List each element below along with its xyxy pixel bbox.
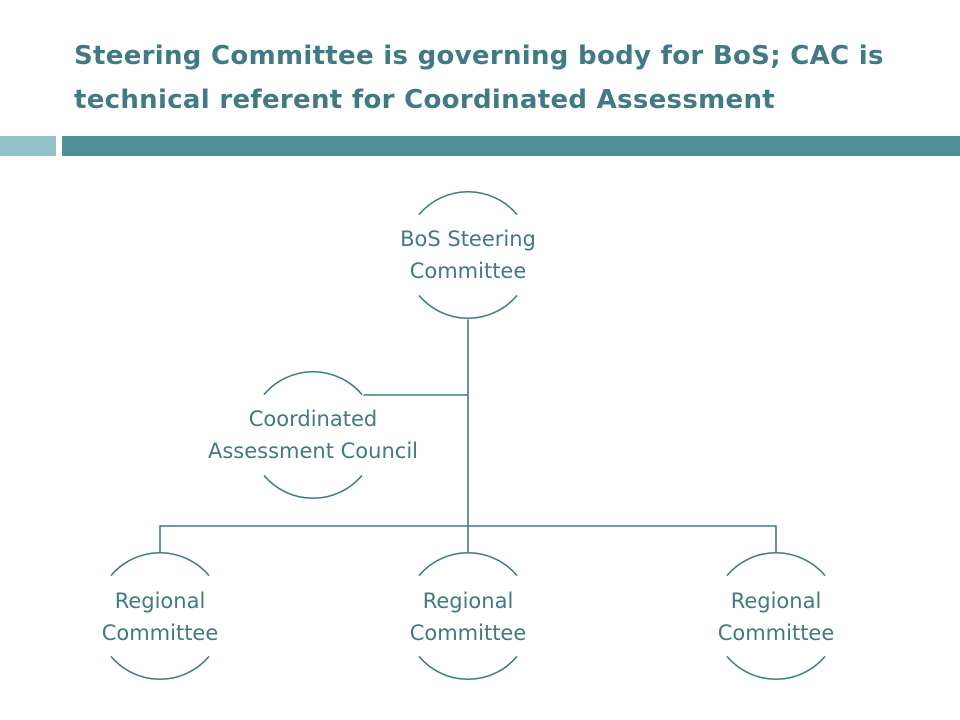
header-accent-bar-light bbox=[0, 136, 56, 156]
node-region-2-arc-bottom bbox=[418, 656, 518, 680]
header-accent-bar-dark bbox=[62, 136, 960, 156]
node-region-3-label: Regional Committee bbox=[666, 585, 886, 649]
node-region-1-arc-bottom bbox=[110, 656, 210, 680]
node-region-2-label-line-2: Committee bbox=[409, 621, 527, 645]
node-region-3-label-line-1: Regional bbox=[730, 589, 822, 613]
node-advisor-label: Coordinated Assessment Council bbox=[203, 403, 423, 467]
node-region-3-arc-top bbox=[726, 552, 826, 576]
node-root-label: BoS Steering Committee bbox=[358, 223, 578, 287]
slide-title-line-2: technical referent for Coordinated Asses… bbox=[74, 85, 775, 115]
node-advisor-arc-bottom bbox=[263, 475, 363, 499]
node-region-3-label-line-2: Committee bbox=[717, 621, 835, 645]
node-advisor-label-line-1: Coordinated bbox=[248, 407, 378, 431]
node-root-label-line-1: BoS Steering bbox=[400, 227, 536, 251]
node-region-1-label-line-2: Committee bbox=[101, 621, 219, 645]
node-region-3-arc-bottom bbox=[726, 656, 826, 680]
node-region-1-label-line-1: Regional bbox=[114, 589, 206, 613]
node-root-arc-top bbox=[418, 191, 518, 215]
node-region-2-label: Regional Committee bbox=[358, 585, 578, 649]
node-region-1-arc-top bbox=[110, 552, 210, 576]
node-root-label-line-2: Committee bbox=[409, 259, 527, 283]
node-region-2-label-line-1: Regional bbox=[422, 589, 514, 613]
node-region-2-arc-top bbox=[418, 552, 518, 576]
node-region-1-label: Regional Committee bbox=[50, 585, 270, 649]
node-advisor-arc-top bbox=[263, 371, 363, 395]
node-advisor-label-line-2: Assessment Council bbox=[208, 439, 418, 463]
node-root-arc-bottom bbox=[418, 295, 518, 319]
slide-title-line-1: Steering Committee is governing body for… bbox=[74, 41, 884, 71]
slide-title: Steering Committee is governing body for… bbox=[74, 34, 934, 122]
